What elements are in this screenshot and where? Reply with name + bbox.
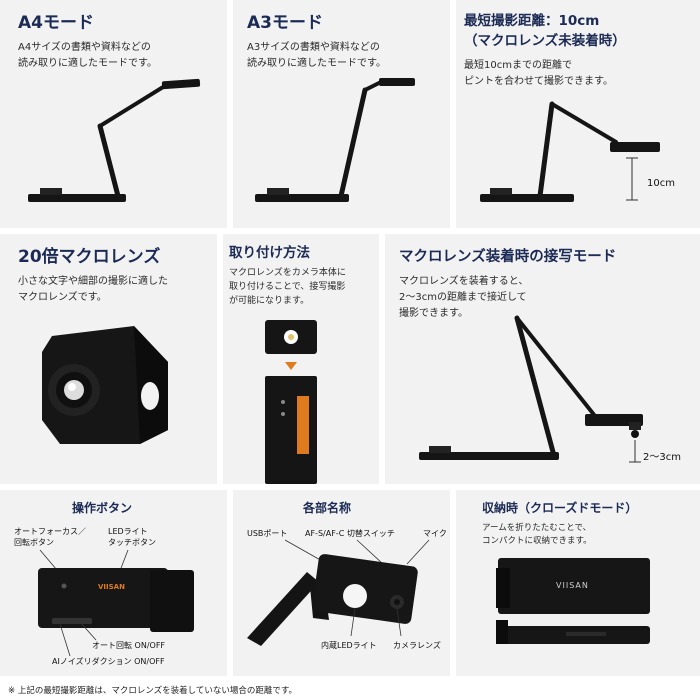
device-brand-label: VIISAN xyxy=(98,583,125,591)
storage-title: 収納時（クローズドモード） xyxy=(482,501,638,515)
macro-mode-title: マクロレンズ装着時の接写モード xyxy=(399,249,617,265)
macro-lens-description: 小さな文字や細部の撮影に適した マクロレンズです。 xyxy=(18,276,168,303)
a3-description: A3サイズの書類や資料などの 読み取りに適したモードです。 xyxy=(247,42,386,69)
parts-title: 各部名称 xyxy=(303,501,352,515)
storage-description: アームを折りたたむことで、 コンパクトに収納できます。 xyxy=(482,523,592,546)
mount-illustration xyxy=(265,320,317,484)
panel-a4-mode: A4モード A4サイズの書類や資料などの 読み取りに適したモードです。 xyxy=(0,0,227,228)
a4-title: A4モード xyxy=(18,13,94,33)
panel-macro-lens: 20倍マクロレンズ 小さな文字や細部の撮影に適した マクロレンズです。 xyxy=(0,234,217,484)
panel-storage: 収納時（クローズドモード） アームを折りたたむことで、 コンパクトに収納できます… xyxy=(456,490,700,676)
panel-a3-mode: A3モード A3サイズの書類や資料などの 読み取りに適したモードです。 xyxy=(233,0,450,228)
buttons-title: 操作ボタン xyxy=(72,501,133,515)
panel-mount-method: 取り付け方法 マクロレンズをカメラ本体に 取り付けることで、接写撮影 が可能にな… xyxy=(223,234,379,484)
panel-parts: 各部名称 USBポート AF-S/AF-C 切替スイッチ マイク 内蔵LEDライ… xyxy=(233,490,450,676)
label-camera-lens: カメラレンズ xyxy=(393,641,441,650)
macro-mode-description: マクロレンズを装着すると、 2～3cmの距離まで接近して 撮影できます。 xyxy=(399,276,529,319)
label-autofocus-button: オートフォーカス／ 回転ボタン xyxy=(14,527,86,547)
shortest-title-line2: （マクロレンズ未装着時） xyxy=(464,33,626,49)
label-ai-noise-reduction: AIノイズリダクション ON/OFF xyxy=(52,657,165,666)
macro-lens-illustration xyxy=(42,326,168,444)
a3-title: A3モード xyxy=(247,13,323,33)
a3-device-illustration xyxy=(255,78,415,202)
shortest-device-illustration xyxy=(480,101,660,202)
label-led-button: LEDライト タッチボタン xyxy=(108,527,156,547)
panel-shortest-distance: 最短撮影距離：10cm （マクロレンズ未装着時） 最短10cmまでの距離で ピン… xyxy=(456,0,700,228)
mount-title: 取り付け方法 xyxy=(229,245,310,261)
macro-lens-title: 20倍マクロレンズ xyxy=(18,247,161,267)
panel-macro-mode: マクロレンズ装着時の接写モード マクロレンズを装着すると、 2～3cmの距離まで… xyxy=(385,234,700,484)
label-usb-port: USBポート xyxy=(247,529,288,538)
label-built-in-led: 内蔵LEDライト xyxy=(321,641,377,650)
footer-note: ※ 上記の最短撮影距離は、マクロレンズを装着していない場合の距離です。 xyxy=(8,686,298,696)
buttons-device-illustration xyxy=(38,549,194,657)
storage-device-illustration xyxy=(496,558,650,644)
a4-description: A4サイズの書類や資料などの 読み取りに適したモードです。 xyxy=(18,42,157,69)
label-auto-rotate: オート回転 ON/OFF xyxy=(92,641,166,650)
storage-brand-label: VIISAN xyxy=(556,581,589,590)
a4-device-illustration xyxy=(28,78,201,202)
macro-mode-distance-label: 2～3cm xyxy=(643,452,681,463)
label-afs-afc-switch: AF-S/AF-C 切替スイッチ xyxy=(305,529,395,538)
mount-description: マクロレンズをカメラ本体に 取り付けることで、接写撮影 が可能になります。 xyxy=(229,268,346,306)
shortest-description: 最短10cmまでの距離で ピントを合わせて撮影できます。 xyxy=(464,60,613,87)
shortest-title-line1: 最短撮影距離：10cm xyxy=(464,13,600,29)
panel-buttons: 操作ボタン オートフォーカス／ 回転ボタン LEDライト タッチボタン VIIS… xyxy=(0,490,227,676)
shortest-distance-label: 10cm xyxy=(647,178,675,189)
macro-mode-device-illustration xyxy=(419,315,643,463)
label-mic: マイク xyxy=(423,529,447,538)
parts-device-illustration xyxy=(247,539,430,646)
